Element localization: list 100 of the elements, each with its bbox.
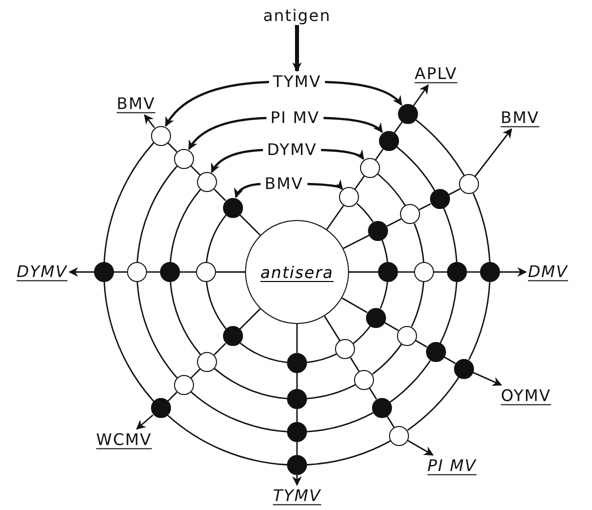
- antiserum-label: APLV: [414, 65, 458, 83]
- filled-dot: [160, 262, 180, 282]
- antigen-label: PI MV: [270, 109, 320, 127]
- connector-line: [415, 340, 428, 348]
- connector-line: [372, 344, 402, 375]
- connector-line: [354, 176, 365, 190]
- connector-line: [472, 193, 490, 262]
- connector-line: [239, 308, 261, 330]
- filled-dot: [222, 198, 243, 218]
- connector-line: [170, 189, 201, 262]
- connector-line: [394, 122, 403, 134]
- filled-dot: [426, 342, 446, 362]
- filled-dot: [378, 262, 398, 282]
- connector-line: [407, 376, 460, 431]
- connector-line: [214, 188, 226, 202]
- arrow: [234, 182, 261, 198]
- connector-line: [467, 271, 480, 273]
- center-label: antisera: [260, 262, 334, 282]
- connector-line: [216, 271, 245, 273]
- arrow: [408, 440, 434, 456]
- filled-dot: [150, 398, 171, 418]
- connector-line: [180, 271, 196, 273]
- filled-dot: [398, 104, 418, 124]
- connector-line: [104, 142, 154, 262]
- filled-dot: [430, 189, 450, 210]
- open-circle: [414, 262, 434, 282]
- antiserum-label: BMV: [500, 109, 540, 127]
- arrow: [68, 267, 94, 277]
- connector-line: [114, 271, 127, 273]
- antiserum-label: OYMV: [500, 387, 552, 405]
- connector-line: [386, 218, 402, 227]
- connector-line: [306, 440, 391, 466]
- filled-dot: [366, 308, 386, 328]
- connector-line: [324, 316, 341, 342]
- arrow: [210, 148, 264, 174]
- connector-line: [415, 119, 465, 176]
- antiserum-label: DYMV: [16, 263, 68, 281]
- antiserum-label: BMV: [116, 95, 156, 113]
- connector-line: [377, 174, 406, 206]
- arrow: [324, 80, 402, 106]
- open-circle: [197, 172, 218, 192]
- antigen-label: TYMV: [272, 73, 322, 91]
- connector-line: [396, 146, 436, 191]
- antiserum-label: WCMV: [96, 431, 152, 449]
- open-circle: [150, 126, 171, 146]
- connector-line: [443, 208, 458, 262]
- connector-line: [343, 234, 370, 250]
- filled-dot: [447, 262, 467, 282]
- filled-dot: [287, 422, 307, 442]
- connector-line: [190, 391, 288, 432]
- filled-dot: [94, 262, 114, 282]
- connector-line: [190, 165, 201, 176]
- connector-line: [380, 282, 388, 309]
- connector-line: [386, 416, 395, 428]
- connector-line: [306, 412, 374, 432]
- open-circle: [389, 426, 410, 446]
- connector-line: [240, 342, 288, 364]
- connector-line: [349, 271, 378, 273]
- connector-line: [136, 282, 178, 378]
- arrow: [474, 128, 512, 177]
- antiserum-label: PI MV: [427, 457, 477, 475]
- open-circle: [174, 375, 194, 396]
- antigen-label: BMV: [264, 175, 304, 193]
- arrow: [412, 84, 429, 106]
- connector-line: [296, 442, 298, 455]
- filled-dot: [368, 220, 388, 241]
- open-circle: [396, 326, 417, 346]
- connector-line: [384, 322, 399, 332]
- connector-line: [326, 205, 344, 230]
- connector-line: [342, 297, 368, 314]
- filled-dot: [287, 389, 307, 409]
- connector-line: [306, 353, 337, 364]
- arrow: [144, 114, 155, 128]
- connector-line: [418, 203, 431, 210]
- connector-line: [352, 325, 371, 344]
- filled-dot: [287, 455, 307, 475]
- connector-line: [434, 271, 447, 273]
- antigen-label: DYMV: [267, 141, 317, 159]
- arrow: [320, 148, 364, 160]
- filled-dot: [372, 398, 392, 418]
- connector-line: [104, 282, 154, 402]
- connector-line: [398, 271, 414, 273]
- filled-dot: [378, 130, 399, 151]
- arrow: [164, 80, 270, 127]
- connector-line: [440, 282, 458, 344]
- open-circle: [335, 339, 356, 360]
- connector-line: [390, 360, 431, 403]
- connector-line: [190, 368, 201, 379]
- open-circle: [197, 352, 218, 372]
- arrow: [323, 116, 383, 133]
- arrow: [136, 414, 154, 430]
- connector-line: [170, 282, 201, 355]
- connector-line: [239, 214, 261, 236]
- connector-line: [414, 223, 424, 262]
- connector-line: [356, 203, 374, 222]
- antigen-label: antigen: [263, 7, 331, 25]
- connector-line: [206, 214, 227, 262]
- open-circle: [174, 148, 194, 169]
- connector-line: [375, 148, 384, 160]
- open-circle: [458, 174, 479, 194]
